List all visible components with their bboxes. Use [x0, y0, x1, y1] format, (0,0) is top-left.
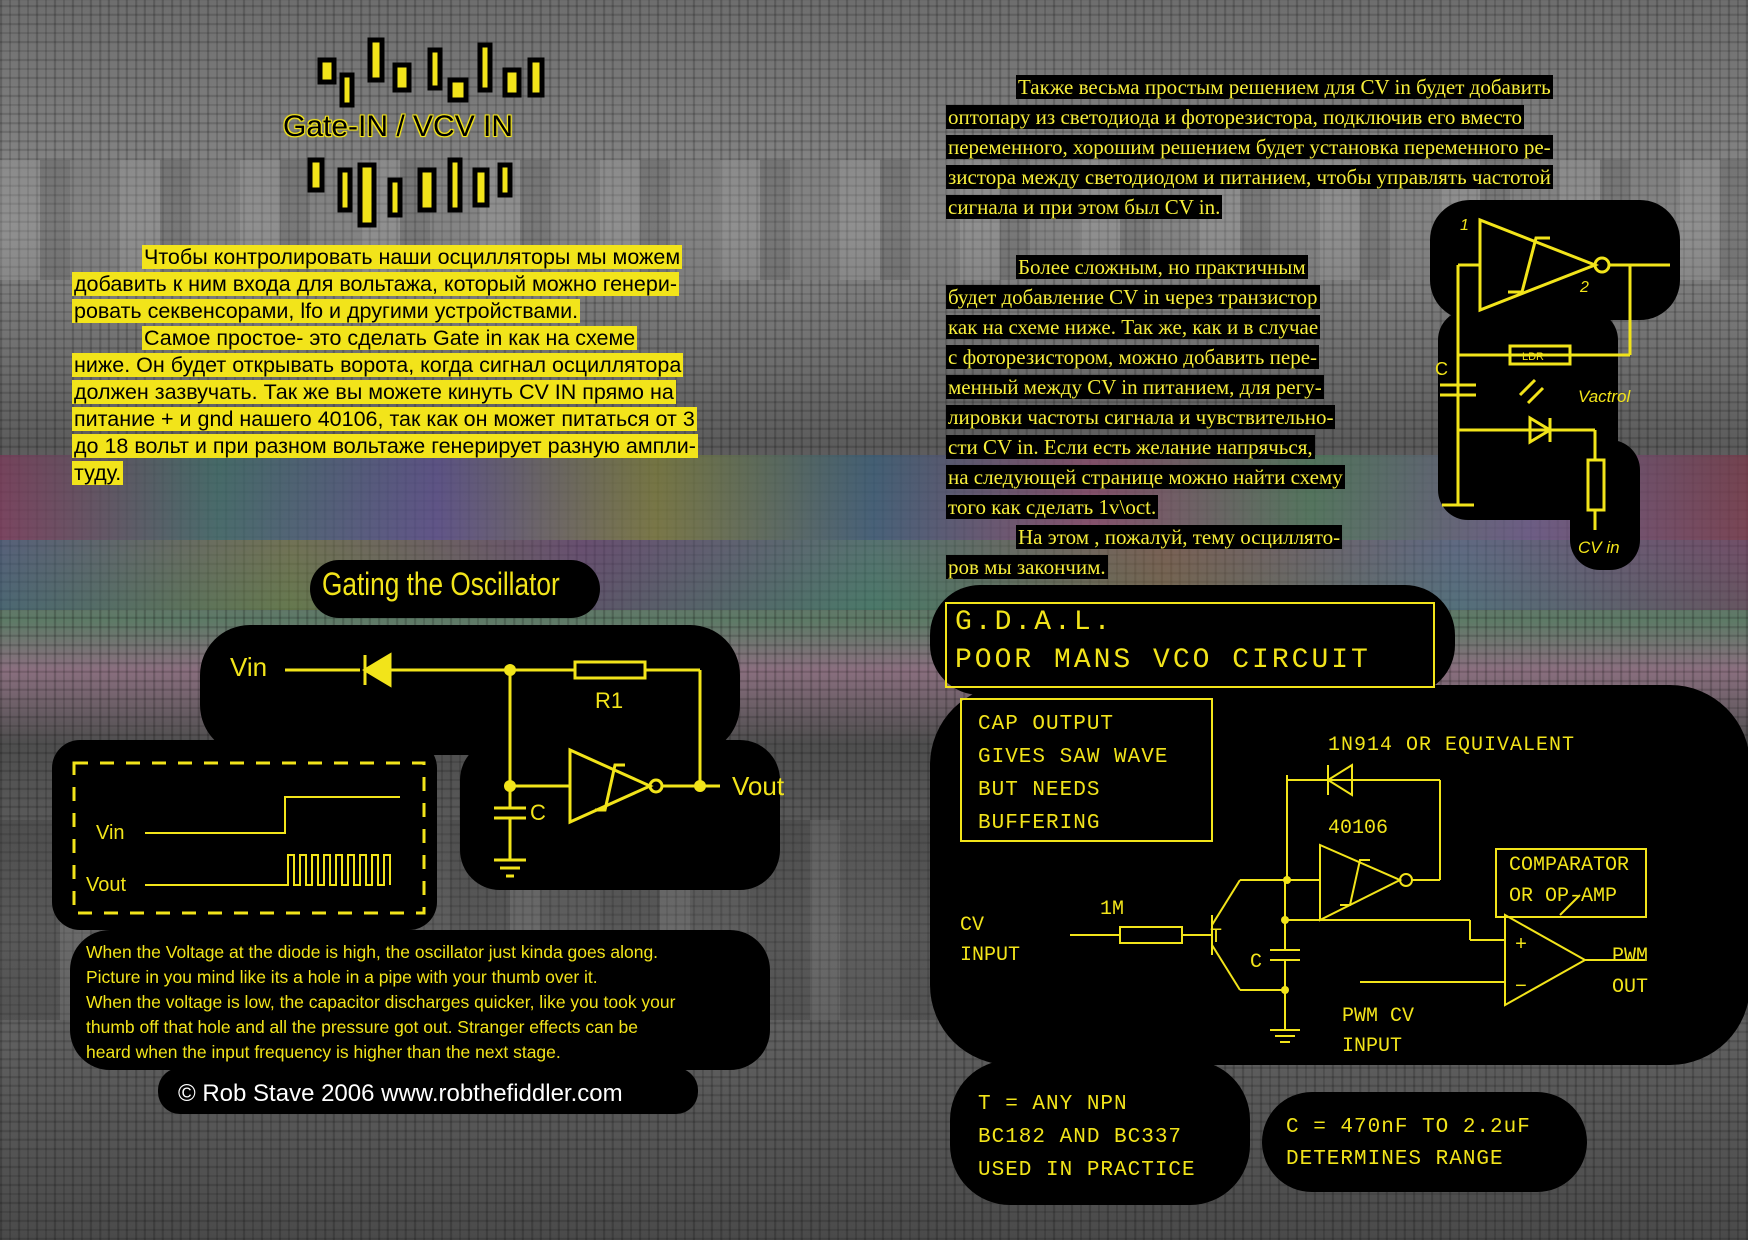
text-line: того как сделать 1v\oct.: [946, 495, 1159, 519]
vco-title-box: G.D.A.L. POOR MANS VCO CIRCUIT: [945, 602, 1435, 688]
vactrol-label: Vactrol: [1578, 387, 1632, 406]
text-line: как на схеме ниже. Так же, как и в случа…: [946, 315, 1321, 339]
note-line: C = 470nF TO 2.2uF: [1286, 1116, 1531, 1139]
text-line: heard when the input frequency is higher…: [86, 1042, 561, 1062]
text-line: сигнала и при этом был CV in.: [946, 195, 1223, 219]
comparator-line: COMPARATOR: [1509, 854, 1630, 877]
text-line: Самое простое- это сделать Gate in как н…: [142, 326, 638, 350]
comparator-line: OR OP-AMP: [1509, 885, 1618, 908]
note-line: USED IN PRACTICE: [978, 1159, 1196, 1182]
gating-title: Gating the Oscillator: [322, 566, 560, 602]
gating-schematic: Vin R1 Vout C: [230, 652, 785, 878]
vco-title-line: G.D.A.L.: [955, 607, 1114, 638]
text-line: добавить к ним входа для вольтажа, котор…: [72, 272, 679, 296]
glitch-decoration: [307, 37, 545, 228]
transistor-note: T = ANY NPN BC182 AND BC337 USED IN PRAC…: [978, 1088, 1196, 1187]
copyright: © Rob Stave 2006 www.robthefiddler.com: [178, 1080, 623, 1107]
schematic-backdrop: [930, 685, 1748, 1065]
text-line: с фоторезистором, можно добавить пере-: [946, 345, 1320, 369]
text-line: ровать секвенсорами, lfo и другими устро…: [72, 299, 581, 323]
text-line: туду.: [72, 461, 124, 485]
text-line: до 18 вольт и при разном вольтаже генери…: [72, 434, 698, 458]
vout-label: Vout: [732, 771, 785, 801]
diode-label: 1N914 OR EQUIVALENT: [1328, 734, 1575, 757]
right-text-block-2: Более сложным, но практичным будет добав…: [946, 252, 1426, 582]
text-line: Более сложным, но практичным: [1016, 255, 1308, 279]
text-line: на следующей странице можно найти схему: [946, 465, 1345, 489]
schematic-backdrop: [52, 740, 437, 930]
vco-note-box: CAP OUTPUT GIVES SAW WAVE BUT NEEDS BUFF…: [960, 698, 1213, 842]
background-glitch-band: [0, 540, 1748, 610]
r1-label: R1: [595, 688, 623, 713]
wave-vin-label: Vin: [96, 822, 125, 844]
pin-label: 2: [1579, 279, 1589, 296]
vco-title-line: POOR MANS VCO CIRCUIT: [955, 645, 1371, 676]
cap-label: C: [1435, 359, 1448, 379]
schematic-backdrop: [1430, 200, 1680, 320]
vin-label: Vin: [230, 652, 267, 682]
wave-vout-label: Vout: [86, 874, 126, 896]
minus-sign: −: [1515, 976, 1527, 999]
text-backdrop: [1262, 1092, 1587, 1192]
text-line: When the voltage is low, the capacitor d…: [86, 992, 676, 1012]
schematic-backdrop: [200, 625, 740, 755]
note-line: BUFFERING: [978, 812, 1101, 835]
pwm-out-label: PWM: [1612, 945, 1648, 968]
right-text-block-1: Также весьма простым решением для CV in …: [946, 72, 1686, 222]
vactrol-schematic: 1 2 C LDR Vactrol CV in: [1435, 217, 1670, 557]
cap-label: C: [530, 800, 546, 825]
plus-sign: +: [1515, 934, 1527, 957]
cv-input-label: CV: [960, 914, 984, 937]
cap-label: C: [1250, 951, 1262, 974]
pin-label: 1: [1460, 217, 1469, 234]
left-text-block: Чтобы контролировать наши осцилляторы мы…: [72, 244, 812, 487]
text-line: будет добавление CV in через транзистор: [946, 285, 1320, 309]
text-line: менный между CV in питанием, для регу-: [946, 375, 1324, 399]
text-line: ров мы закончим.: [946, 555, 1108, 579]
note-line: DETERMINES RANGE: [1286, 1148, 1504, 1171]
text-line: зистора между светодиодом и питанием, чт…: [946, 165, 1553, 189]
page-title: Gate-IN / VCV IN: [283, 110, 514, 143]
cv-input-label: INPUT: [960, 944, 1020, 967]
text-line: When the Voltage at the diode is high, t…: [86, 942, 659, 962]
pwm-cv-label: INPUT: [1342, 1035, 1402, 1058]
text-line: На этом , пожалуй, тему осциллято-: [1016, 525, 1343, 549]
text-line: ниже. Он будет открывать ворота, когда с…: [72, 353, 684, 377]
note-line: BUT NEEDS: [978, 779, 1101, 802]
text-line: лировки частоты сигнала и чувствительно-: [946, 405, 1336, 429]
note-line: GIVES SAW WAVE: [978, 746, 1169, 769]
vco-schematic: 1N914 OR EQUIVALENT 40106 CV INPUT 1M T …: [960, 734, 1648, 1058]
ldr-label: LDR: [1522, 351, 1544, 363]
transistor-label: T: [1210, 926, 1222, 949]
schematic-backdrop: [310, 560, 600, 618]
cv-in-label: CV in: [1578, 538, 1620, 557]
note-line: BC182 AND BC337: [978, 1126, 1183, 1149]
chip-label: 40106: [1328, 817, 1388, 840]
gating-description: When the Voltage at the diode is high, t…: [86, 940, 776, 1065]
text-backdrop: [158, 1068, 698, 1114]
text-line: сти CV in. Если есть желание напрячься,: [946, 435, 1315, 459]
note-line: CAP OUTPUT: [978, 713, 1115, 736]
pwm-cv-label: PWM CV: [1342, 1005, 1414, 1028]
text-backdrop: [70, 930, 770, 1070]
waveform-diagram: Vin Vout: [72, 761, 426, 915]
resistor-label: 1M: [1100, 898, 1124, 921]
text-line: Также весьма простым решением для CV in …: [1016, 75, 1553, 99]
comparator-box: COMPARATOR OR OP-AMP: [1495, 848, 1647, 918]
text-line: Чтобы контролировать наши осцилляторы мы…: [142, 245, 683, 269]
text-line: Picture in you mind like its a hole in a…: [86, 967, 598, 987]
note-line: T = ANY NPN: [978, 1093, 1128, 1116]
text-line: должен зазвучать. Так же вы можете кинут…: [72, 380, 676, 404]
text-line: переменного, хорошим решением будет уста…: [946, 135, 1553, 159]
text-backdrop: [950, 1060, 1250, 1205]
text-line: thumb off that hole and all the pressure…: [86, 1017, 638, 1037]
capacitor-note: C = 470nF TO 2.2uF DETERMINES RANGE: [1286, 1112, 1531, 1176]
text-line: оптопару из светодиода и фоторезистора, …: [946, 105, 1525, 129]
pwm-out-label: OUT: [1612, 976, 1648, 999]
text-line: питание + и gnd нашего 40106, так как он…: [72, 407, 697, 431]
